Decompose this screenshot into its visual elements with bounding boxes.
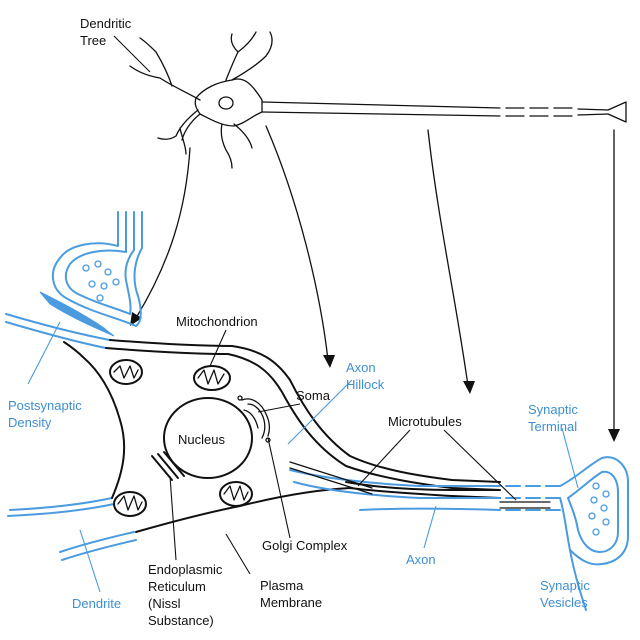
leader-microtubules-right <box>443 429 517 501</box>
dendrite-membranes <box>5 313 137 561</box>
synaptic-terminal-detail <box>559 456 629 611</box>
mitochondrion-4 <box>219 481 253 507</box>
synaptic-vesicles-top <box>82 260 120 302</box>
presynaptic-terminal-inner <box>64 211 135 315</box>
neuron-overview <box>129 31 627 169</box>
mitochondrion-3 <box>113 491 147 517</box>
arrow-head-axon <box>463 381 475 394</box>
arrow-to-soma <box>265 125 329 361</box>
leader-dendritic-tree <box>113 35 151 73</box>
labels: Dendritic Tree Mitochondrion Axon Hilloc… <box>8 16 590 628</box>
leader-golgi-complex <box>267 437 291 539</box>
postsynaptic-density-band <box>39 291 115 337</box>
arrow-to-axon <box>427 129 469 387</box>
label-dendrite: Dendrite <box>72 596 121 611</box>
label-soma: Soma <box>296 388 331 403</box>
label-dendritic-tree-line1: Dendritic <box>80 16 132 31</box>
leader-axon <box>423 505 437 549</box>
organelles <box>109 359 271 517</box>
label-postsynaptic-density-line2: Density <box>8 415 52 430</box>
presynaptic-terminal-outer <box>51 211 143 327</box>
leader-axon-hillock <box>287 379 353 445</box>
overview-axon-terminal <box>607 101 627 123</box>
leader-synaptic-terminal <box>561 427 579 489</box>
label-microtubules: Microtubules <box>388 414 462 429</box>
presynaptic-terminal <box>39 211 143 337</box>
arrow-head-terminal <box>608 429 620 442</box>
arrow-to-synapse <box>135 147 191 319</box>
label-endoplasmic-reticulum-line3: (Nissl <box>148 596 181 611</box>
label-nucleus: Nucleus <box>178 432 225 447</box>
mitochondrion-1 <box>109 359 143 385</box>
label-synaptic-terminal-line2: Terminal <box>528 419 577 434</box>
mitochondrion-2 <box>193 365 231 391</box>
leader-mitochondrion <box>209 329 227 367</box>
leader-lines <box>27 35 579 593</box>
leader-dendrite <box>79 529 101 593</box>
leader-plasma-membrane <box>225 533 251 575</box>
label-postsynaptic-density-line1: Postsynaptic <box>8 398 82 413</box>
label-synaptic-vesicles-line2: Vesicles <box>540 595 588 610</box>
label-endoplasmic-reticulum-line2: Reticulum <box>148 579 206 594</box>
leader-microtubules-left <box>357 429 411 487</box>
label-plasma-membrane-line2: Membrane <box>260 595 322 610</box>
arrow-head-synapse <box>130 312 142 326</box>
nucleus-outline <box>163 397 253 479</box>
axon-lower-membrane <box>293 481 501 499</box>
lower-dendrite-outer <box>61 539 137 561</box>
microtubule-right <box>499 501 551 509</box>
label-plasma-membrane-line1: Plasma <box>260 578 304 593</box>
label-synaptic-vesicles-line1: Synaptic <box>540 578 590 593</box>
microtubule-left <box>289 461 373 495</box>
label-endoplasmic-reticulum-line4: Substance) <box>148 613 214 628</box>
overview-axon <box>261 101 501 117</box>
plasma-membrane-outer <box>63 339 501 533</box>
golgi-complex <box>237 395 271 443</box>
mid-dendrite-inner <box>9 497 113 511</box>
upper-dendrite-inner <box>5 321 107 349</box>
lower-dendrite-inner <box>59 531 135 553</box>
overview-soma <box>194 78 263 127</box>
synaptic-terminal-stalk <box>569 549 587 611</box>
label-axon-hillock-line1: Axon <box>346 360 376 375</box>
arrows <box>130 125 620 442</box>
label-dendritic-tree-line2: Tree <box>80 33 106 48</box>
mid-dendrite-outer <box>7 503 115 517</box>
label-endoplasmic-reticulum-line1: Endoplasmic <box>148 562 223 577</box>
overview-axon-dashes <box>505 107 609 117</box>
synaptic-terminal-inner <box>567 470 619 553</box>
axon-detail <box>289 461 561 511</box>
upper-dendrite-outer <box>5 313 111 341</box>
synaptic-terminal-outer <box>559 456 629 566</box>
label-synaptic-terminal-line1: Synaptic <box>528 402 578 417</box>
overview-nucleus <box>218 96 234 110</box>
synaptic-vesicles-terminal <box>588 482 610 536</box>
leader-soma <box>257 403 301 413</box>
leader-postsynaptic-density <box>27 321 61 385</box>
axon-dashes <box>505 485 561 511</box>
endoplasmic-reticulum <box>151 451 185 481</box>
leader-endoplasmic-reticulum <box>169 475 177 561</box>
arrow-head-soma <box>323 355 335 368</box>
label-axon: Axon <box>406 552 436 567</box>
label-golgi-complex: Golgi Complex <box>262 538 348 553</box>
overview-dendrites <box>129 31 273 169</box>
label-axon-hillock-line2: Hillock <box>346 377 385 392</box>
axon-bottom-membrane <box>359 507 501 511</box>
label-mitochondrion: Mitochondrion <box>176 314 258 329</box>
